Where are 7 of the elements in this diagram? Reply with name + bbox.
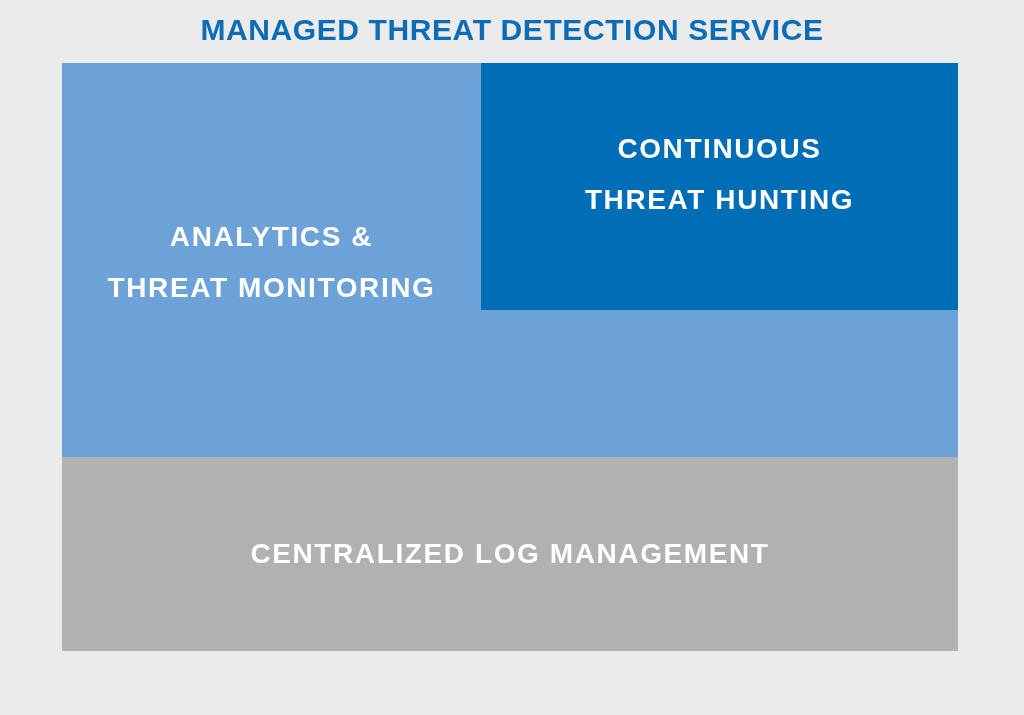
service-block xyxy=(481,63,958,310)
block-label: CENTRALIZED LOG MANAGEMENT xyxy=(250,536,770,571)
block-label: ANALYTICS & THREAT MONITORING xyxy=(106,220,437,305)
diagram-title: MANAGED THREAT DETECTION SERVICE xyxy=(200,12,824,48)
service-block xyxy=(62,457,958,651)
block-label: CONTINUOUS THREAT HUNTING xyxy=(583,132,856,217)
service-block xyxy=(62,63,958,457)
